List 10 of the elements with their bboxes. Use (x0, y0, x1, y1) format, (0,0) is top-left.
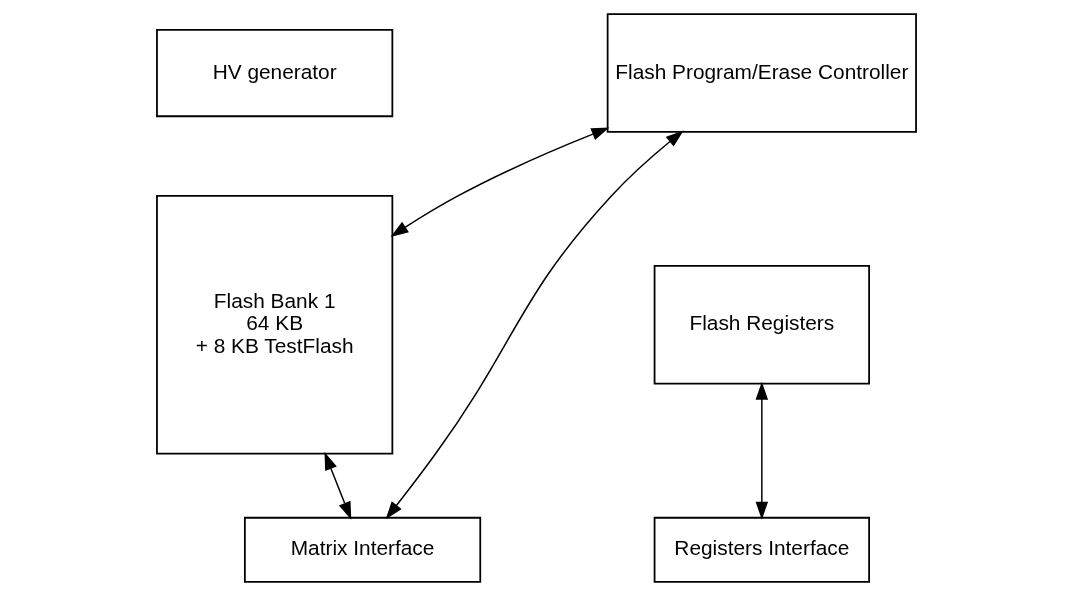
node-box: Flash Bank 1 64 KB + 8 KB TestFlash (156, 195, 394, 455)
node-box: HV generator (156, 28, 394, 118)
arrow (324, 452, 352, 520)
arrow (385, 130, 684, 520)
arrow (755, 381, 769, 520)
node-box: Flash Program/Erase Controller (606, 13, 917, 133)
arrow (390, 127, 610, 237)
node-box: Matrix Interface (243, 516, 482, 583)
node-box: Flash Registers (653, 265, 870, 385)
node-box: Registers Interface (653, 516, 870, 583)
